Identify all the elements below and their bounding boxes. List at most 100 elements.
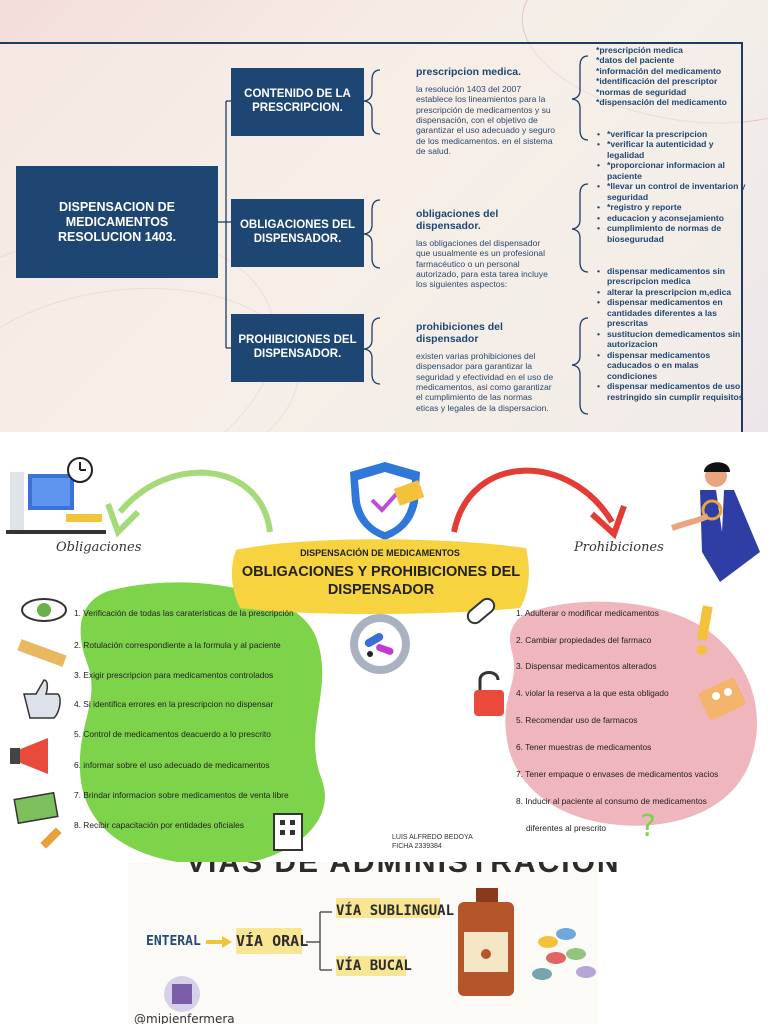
- illustrations: ?: [6, 457, 760, 851]
- main-topic-title: DISPENSACION DE MEDICAMENTOS RESOLUCION …: [57, 199, 177, 244]
- description-text: la resolución 1403 del 2007 establece lo…: [416, 84, 556, 156]
- highlight-oral: [236, 928, 302, 954]
- shield-icon: [350, 462, 425, 540]
- arrowhead-icon: [589, 504, 627, 540]
- building-icon: [273, 813, 303, 851]
- vias-administracion-panel: VÍAS DE ADMINISTRACIÓN ENTERAL VÍA ORAL …: [0, 862, 768, 1024]
- prohibicion-item: 5. Recomendar uso de farmacos: [516, 715, 638, 725]
- obligacion-item: 8. Recibir capacitación por entidades of…: [74, 820, 244, 830]
- prohibicion-item: 3. Dispensar medicamentos alterados: [516, 661, 657, 671]
- category-box-contenido: CONTENIDO DE LA PRESCRIPCION.: [231, 68, 364, 136]
- category-label: OBLIGACIONES DEL DISPENSADOR.: [239, 219, 355, 245]
- gear-pills-icon: [350, 614, 410, 674]
- list-item: *información del medicamento: [596, 65, 722, 76]
- prohibicion-item: 7. Tener empaque o envases de medicament…: [516, 769, 719, 779]
- obligacion-item: 5. Control de medicamentos deacuerdo a l…: [74, 729, 271, 739]
- author-ficha: FICHA 2339384: [392, 842, 442, 850]
- list-item: *normas de seguridad: [596, 86, 687, 97]
- list-item: *proporcionar informacion al paciente: [597, 160, 747, 181]
- list-item: *registro y reporte: [597, 202, 747, 213]
- megaphone-icon: [10, 738, 48, 774]
- pill-pack-icon: [698, 678, 746, 720]
- computer-illustration-icon: [6, 457, 106, 534]
- pencil-icon: [40, 827, 62, 849]
- list-prohibiciones: dispensar medicamentos sin prescripcion …: [597, 266, 747, 402]
- prohibicion-item: 4. violar la reserva a la que esta oblig…: [516, 688, 669, 698]
- infographic-subtitle: DISPENSACIÓN DE MEDICAMENTOS: [300, 548, 460, 558]
- prohibicion-item: 8. Inducir al paciente al consumo de med…: [516, 796, 707, 806]
- category-box-prohibiciones: PROHIBICIONES DEL DISPENSADOR.: [231, 314, 364, 382]
- thumbs-up-icon: [23, 679, 61, 719]
- question-icon: ?: [640, 809, 656, 844]
- vias-title: VÍAS DE ADMINISTRACIÓN: [186, 862, 621, 879]
- green-arrow-icon: [117, 469, 273, 533]
- label-via-oral: VÍA ORAL: [236, 932, 309, 950]
- green-blob: [79, 582, 325, 862]
- prohibicion-item-continuation: diferentes al prescrito: [526, 823, 607, 833]
- eye-icon: [21, 598, 67, 622]
- obligacion-item: 6. informar sobre el uso adecuado de med…: [74, 760, 270, 770]
- list-item: alterar la prescripcion m,edica: [597, 287, 747, 298]
- obligacion-item: 1. Verificación de todas las caraterísti…: [74, 608, 294, 618]
- infographic-panel: ? Obligaciones Prohibiciones DISPENSACIÓ…: [0, 432, 768, 862]
- prohibicion-item: 2. Cambiar propiedades del farmaco: [516, 635, 652, 645]
- infographic-title: OBLIGACIONES Y PROHIBICIONES DEL DISPENS…: [241, 564, 521, 598]
- prohibicion-item: 6. Tener muestras de medicamentos: [516, 742, 652, 752]
- vias-illustrations: [164, 888, 596, 1012]
- list-item: *dispensación del medicamento: [596, 97, 727, 108]
- description-obligaciones: obligaciones del dispensador. las obliga…: [416, 208, 556, 290]
- capsule-icon: [466, 597, 496, 625]
- description-heading: prohibiciones del dispensador: [416, 321, 503, 346]
- red-arrow-icon: [451, 467, 615, 533]
- padlock-icon: [474, 671, 504, 716]
- obligacion-item: 7. Brindar informacion sobre medicamento…: [74, 790, 289, 800]
- description-text: las obligaciones del dispensador que usu…: [416, 238, 548, 290]
- list-item: sustitucion demedicamentos sin autorizac…: [597, 329, 747, 350]
- category-box-obligaciones: OBLIGACIONES DEL DISPENSADOR.: [231, 199, 364, 267]
- label-obligaciones: Obligaciones: [56, 540, 142, 555]
- list-item: *prescripción medica: [596, 45, 683, 55]
- description-heading: obligaciones del dispensador.: [416, 208, 499, 233]
- branch-lines: [306, 911, 332, 971]
- list-contenido: *prescripción medica *datos del paciente…: [596, 45, 756, 108]
- arrowhead-icon: [222, 936, 232, 948]
- main-topic-box: DISPENSACION DE MEDICAMENTOS RESOLUCION …: [16, 166, 218, 278]
- label-via-sublingual: VÍA SUBLINGUAL: [336, 903, 455, 919]
- highlight-sub: [336, 898, 440, 918]
- list-item: dispensar medicamentos caducados o en ma…: [597, 350, 747, 381]
- arrowhead-icon: [105, 502, 141, 538]
- description-contenido: prescripcion medica. la resolución 1403 …: [416, 66, 556, 156]
- label-enteral: ENTERAL: [146, 934, 201, 949]
- money-icon: [13, 791, 59, 825]
- avatar-icon: [164, 976, 200, 1012]
- syrup-bottle-icon: [458, 888, 514, 996]
- highlight-buc: [336, 956, 406, 976]
- list-item: cumplimiento de normas de biosegurudad: [597, 223, 747, 244]
- list-item: dispensar medicamentos sin prescripcion …: [597, 266, 747, 287]
- social-handle: @mipienfermera: [134, 1012, 235, 1024]
- list-item: dispensar medicamentos de uso restringid…: [597, 381, 747, 402]
- author-credit: LUIS ALFREDO BEDOYA FICHA 2339384: [392, 834, 473, 852]
- category-label: CONTENIDO DE LA PRESCRIPCION.: [244, 88, 351, 114]
- list-item: *verificar la prescripcion: [597, 129, 747, 140]
- list-obligaciones: *verificar la prescripcion *verificar la…: [597, 129, 747, 244]
- obligacion-item: 2. Rotulación correspondiente a la formu…: [74, 640, 281, 650]
- concept-map-panel: DISPENSACION DE MEDICAMENTOS RESOLUCION …: [0, 0, 768, 432]
- pink-blob: [505, 601, 757, 826]
- category-label: PROHIBICIONES DEL DISPENSADOR.: [238, 334, 357, 360]
- list-item: *llevar un control de inventarion y segu…: [597, 181, 747, 202]
- warning-icon: [696, 605, 713, 655]
- author-name: LUIS ALFREDO BEDOYA: [392, 834, 473, 841]
- ruler-icon: [17, 639, 67, 667]
- obligacion-item: 4. Si identifica errores en la prescripc…: [74, 699, 274, 709]
- title-banner: [231, 539, 529, 614]
- list-item: *identificación del prescriptor: [596, 76, 718, 87]
- description-heading: prescripcion medica.: [416, 66, 522, 78]
- label-via-bucal: VÍA BUCAL: [336, 958, 412, 974]
- obligacion-item: 3. Exigir prescripcion para medicamentos…: [74, 670, 274, 680]
- list-item: *datos del paciente: [596, 55, 675, 66]
- description-prohibiciones: prohibiciones del dispensador existen va…: [416, 321, 556, 413]
- list-item: dispensar medicamentos en cantidades dif…: [597, 297, 747, 328]
- prohibicion-item: 1. Adulterar o modificar medicamentos: [516, 608, 659, 618]
- list-item: *verificar la autenticidad y legalidad: [597, 139, 747, 160]
